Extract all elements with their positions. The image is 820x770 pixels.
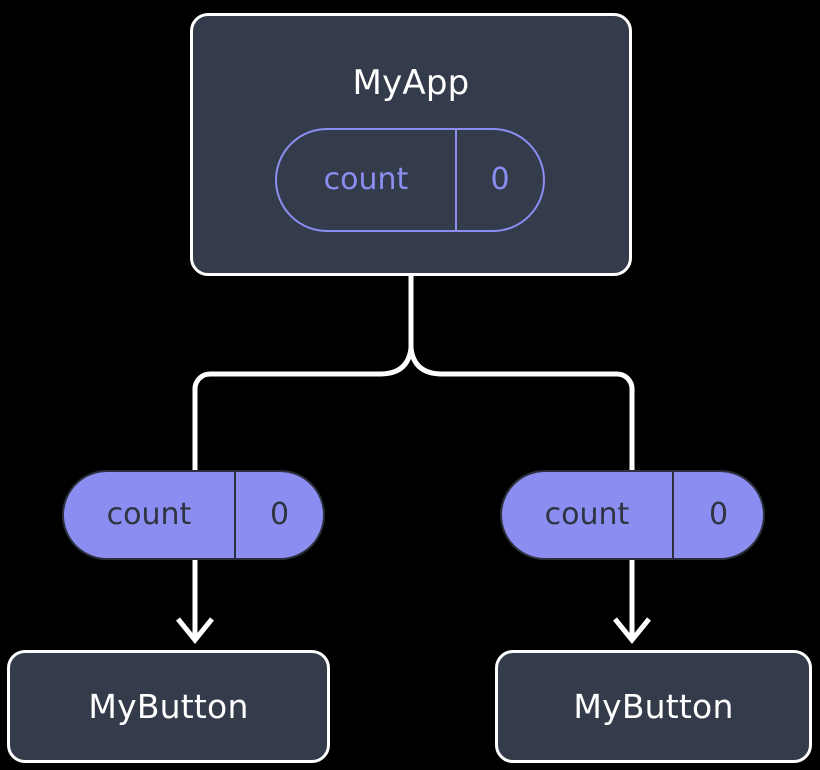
component-title-myapp: MyApp xyxy=(352,63,470,103)
props-pill-value: 0 xyxy=(672,472,763,558)
component-title-mybutton: MyButton xyxy=(88,687,249,726)
state-pill-value: 0 xyxy=(455,130,543,230)
props-pill-child-2[interactable]: count 0 xyxy=(500,470,765,560)
state-pill-myapp[interactable]: count 0 xyxy=(275,128,545,232)
arrow-right-head xyxy=(613,617,651,644)
component-box-mybutton-1[interactable]: MyButton xyxy=(7,650,330,763)
arrow-left-head xyxy=(176,617,214,644)
props-pill-value: 0 xyxy=(234,472,323,558)
props-pill-key: count xyxy=(544,497,630,532)
component-title-mybutton: MyButton xyxy=(573,687,734,726)
props-pill-child-1[interactable]: count 0 xyxy=(62,470,325,560)
connector-branch-right xyxy=(408,345,635,473)
state-pill-key: count xyxy=(323,162,409,197)
props-pill-key: count xyxy=(106,497,192,532)
connector-branch-left xyxy=(192,345,414,473)
component-box-mybutton-2[interactable]: MyButton xyxy=(495,650,812,763)
